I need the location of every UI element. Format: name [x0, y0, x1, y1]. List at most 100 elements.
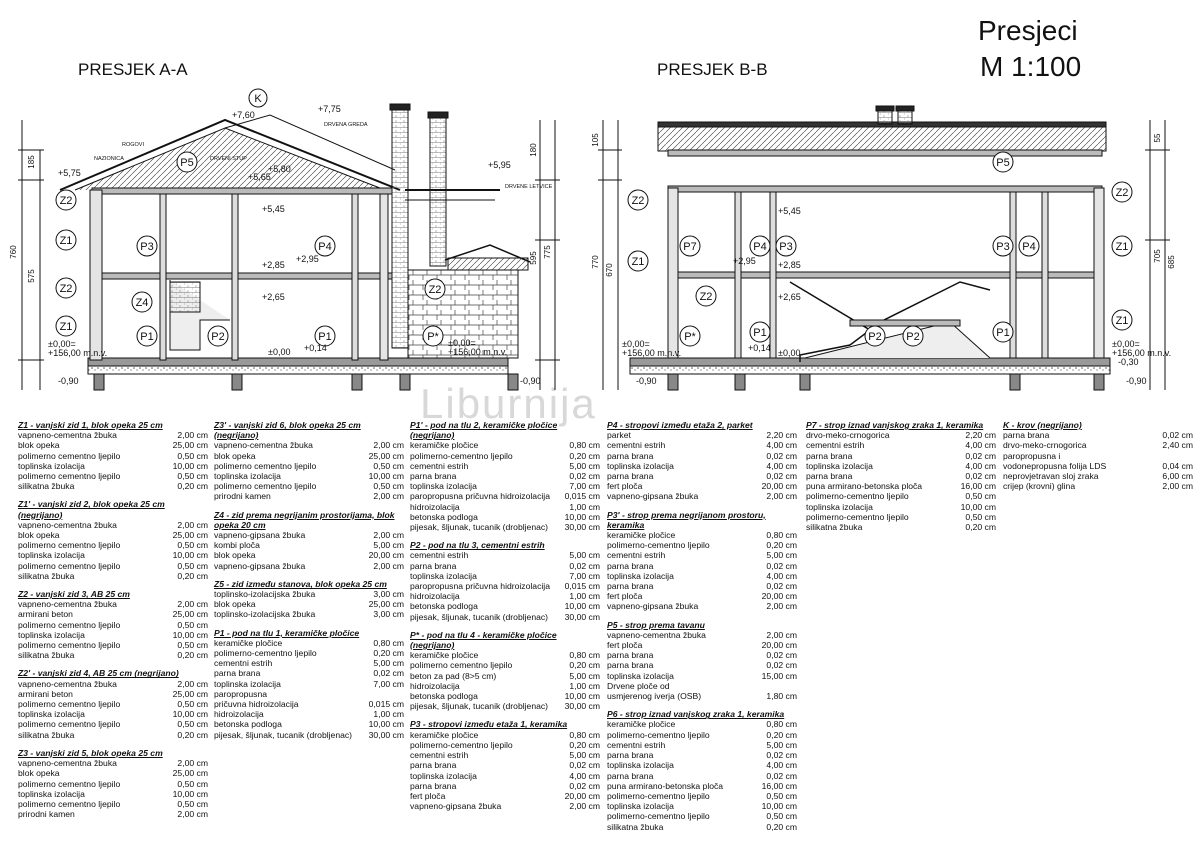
elev-label: +5,75 [58, 168, 81, 178]
layer-material: keramičke pločice [214, 637, 283, 648]
layer-spec-block: P* - pod na tlu 4 - keramičke pločice (n… [410, 630, 600, 712]
layer-spec-title: Z1' - vanjski zid 2, blok opeka 25 cm (n… [18, 499, 165, 520]
layer-row: neprovjetravan sloj zraka 6,00 cm [1003, 471, 1193, 481]
watermark: Liburnija [420, 380, 597, 427]
elev-label: +5,95 [488, 160, 511, 170]
layer-thickness: 25,00 cm [172, 530, 208, 541]
layer-material: vapneno-cementna žbuka [18, 430, 117, 441]
layer-row: vapneno-gipsana žbuka 2,00 cm [607, 491, 797, 501]
layer-material: polimerno-cementno ljepilo [607, 540, 710, 551]
layer-thickness: 7,00 cm [373, 678, 404, 689]
layer-material: cementni estrih [410, 460, 469, 471]
layer-thickness: 2,00 cm [766, 491, 797, 502]
label-z1: Z1 [1116, 315, 1129, 327]
label-p3: P3 [779, 241, 792, 253]
layer-spec-block: P7 - strop iznad vanjskog zraka 1, keram… [806, 420, 996, 532]
layer-thickness: 20,00 cm [564, 790, 600, 801]
layer-material: armirani beton [18, 688, 73, 699]
layer-material: polimerno cementno ljepilo [214, 481, 317, 492]
layer-material: parna brana [410, 780, 457, 791]
layer-thickness: 20,00 cm [368, 550, 404, 561]
layer-material: hidroizolacija [410, 591, 460, 602]
layer-material: silikatna žbuka [18, 729, 75, 740]
layer-spec-title: P4 - stropovi između etaža 2, parket [607, 420, 753, 430]
layer-thickness: 5,00 cm [373, 540, 404, 551]
layer-thickness: 10,00 cm [564, 511, 600, 522]
layer-thickness: 0,015 cm [564, 581, 600, 592]
note-label: DRVENI STUP [210, 156, 247, 162]
layer-thickness: 0,02 cm [766, 450, 797, 461]
layer-thickness: 0,20 cm [766, 821, 797, 832]
layer-thickness: 6,00 cm [1162, 471, 1193, 482]
layer-thickness: 0,50 cm [177, 778, 208, 789]
layer-material: toplinska izolacija [18, 550, 85, 561]
layer-material: toplinska izolacija [18, 709, 85, 720]
layer-thickness: 5,00 cm [373, 658, 404, 669]
layer-thickness: 10,00 cm [172, 460, 208, 471]
section-drawings: K P5 P3 P4 P1 P1 P2 P* Z2 Z1 Z2 Z1 Z4 Z2… [9, 88, 1176, 391]
layer-material: neprovjetravan sloj zraka [1003, 471, 1099, 482]
layer-spec-title: P3 - stropovi između etaža 1, keramika [410, 719, 568, 730]
layer-material: polimerno cementno ljepilo [18, 798, 121, 809]
note-label: DRVENE LETVICE [505, 184, 553, 190]
label-p4: P4 [753, 241, 766, 253]
layer-spec-title: Z3' - vanjski zid 6, blok opeka 25 cm (n… [214, 420, 361, 441]
layer-thickness: 0,80 cm [569, 440, 600, 451]
layer-thickness: 0,20 cm [177, 570, 208, 581]
layer-material: polimerno cementno ljepilo [18, 719, 121, 730]
layer-material: vapneno-gipsana žbuka [607, 601, 699, 612]
layer-material: puna armirano-betonska ploča [806, 481, 923, 492]
layer-thickness: 1,00 cm [569, 501, 600, 512]
label-p1: P1 [753, 327, 766, 339]
layer-material: silikatna žbuka [806, 522, 863, 533]
layer-material: cementni estrih [214, 658, 273, 669]
layer-row: cementni estrih 5,00 cm [410, 461, 600, 471]
layer-thickness: 0,02 cm [766, 581, 797, 592]
layer-material: puna armirano-betonska ploča [607, 780, 724, 791]
layer-material: vapneno-gipsana žbuka [607, 491, 699, 502]
layer-material: pijesak, šljunak, tucanik (drobljenac) [214, 729, 353, 740]
layer-thickness: 4,00 cm [766, 460, 797, 471]
layer-material: toplinsko-izolacijska žbuka [214, 589, 316, 600]
layer-material: toplinsko-izolacijska žbuka [214, 609, 316, 620]
layer-material: parna brana [410, 560, 457, 571]
layer-thickness: 2,00 cm [373, 491, 404, 502]
label-z1: Z1 [1116, 241, 1129, 253]
layer-thickness: 5,00 cm [569, 460, 600, 471]
layer-thickness: 0,20 cm [177, 650, 208, 661]
layer-material: parna brana [806, 450, 853, 461]
layer-material: parna brana [607, 750, 654, 761]
layer-material: cementni estrih [607, 550, 666, 561]
layer-thickness: 0,02 cm [965, 471, 996, 482]
label-p3: P3 [996, 241, 1009, 253]
layer-row: pijesak, šljunak, tucanik (drobljenac)30… [410, 701, 600, 711]
